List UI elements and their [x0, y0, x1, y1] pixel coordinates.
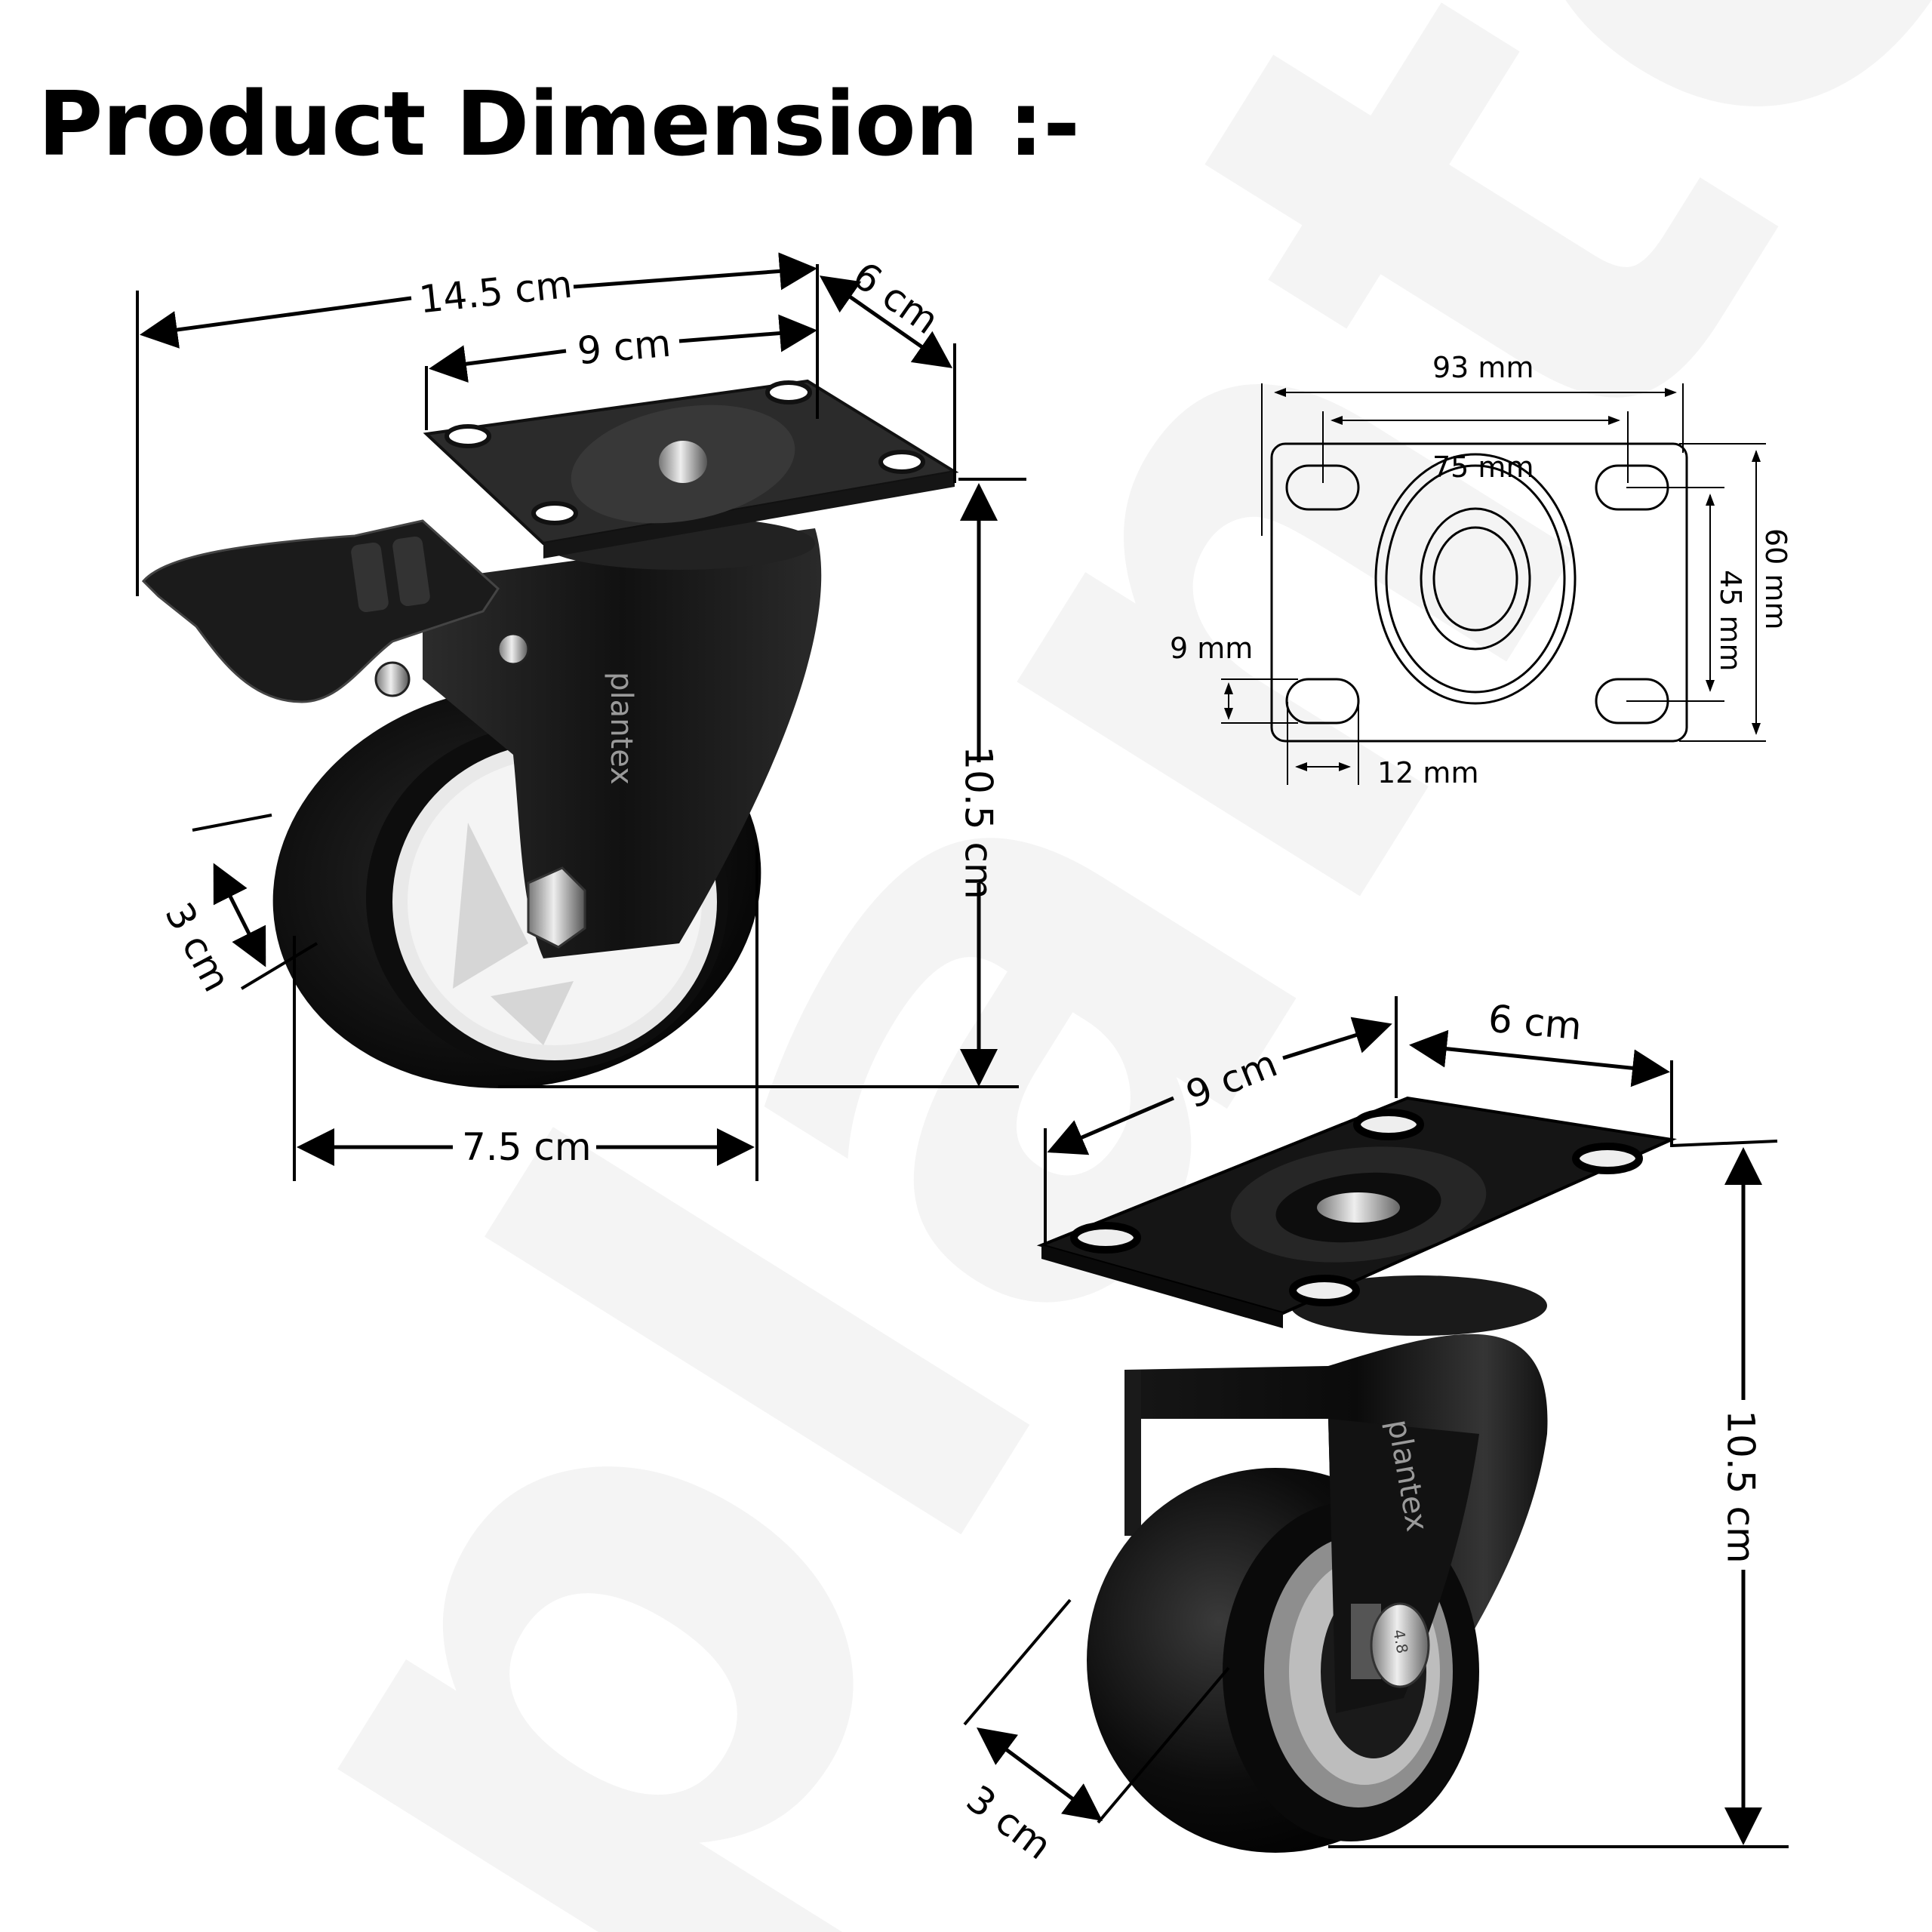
page-title: Product Dimension :-: [38, 72, 1080, 176]
rivet-icon: [374, 661, 411, 697]
bolt-marking: 4.8: [1389, 1628, 1412, 1655]
top-plate-technical-drawing: [1221, 383, 1766, 785]
top-plate-right: [1036, 1096, 1677, 1328]
axle-bolt-icon: [527, 866, 586, 949]
swivel-ring-outer: [1374, 453, 1577, 705]
height-label-2: 10.5 cm: [1718, 1410, 1763, 1564]
plate-length-mm-label: 93 mm: [1432, 351, 1534, 384]
rivet-icon: [497, 632, 530, 666]
top-plate-left: [423, 379, 959, 558]
axle-bolt-icon: [1351, 1602, 1430, 1688]
hole-width-label: 12 mm: [1377, 756, 1479, 789]
mount-hole: [1285, 678, 1360, 724]
plate-outline: [1270, 442, 1688, 743]
hole-spacing-length-label: 75 mm: [1432, 451, 1534, 484]
wheel-diameter-label: 7.5 cm: [462, 1125, 592, 1169]
plate-width-label-2: 6 cm: [1486, 996, 1584, 1049]
hole-height-label: 9 mm: [1170, 632, 1254, 665]
